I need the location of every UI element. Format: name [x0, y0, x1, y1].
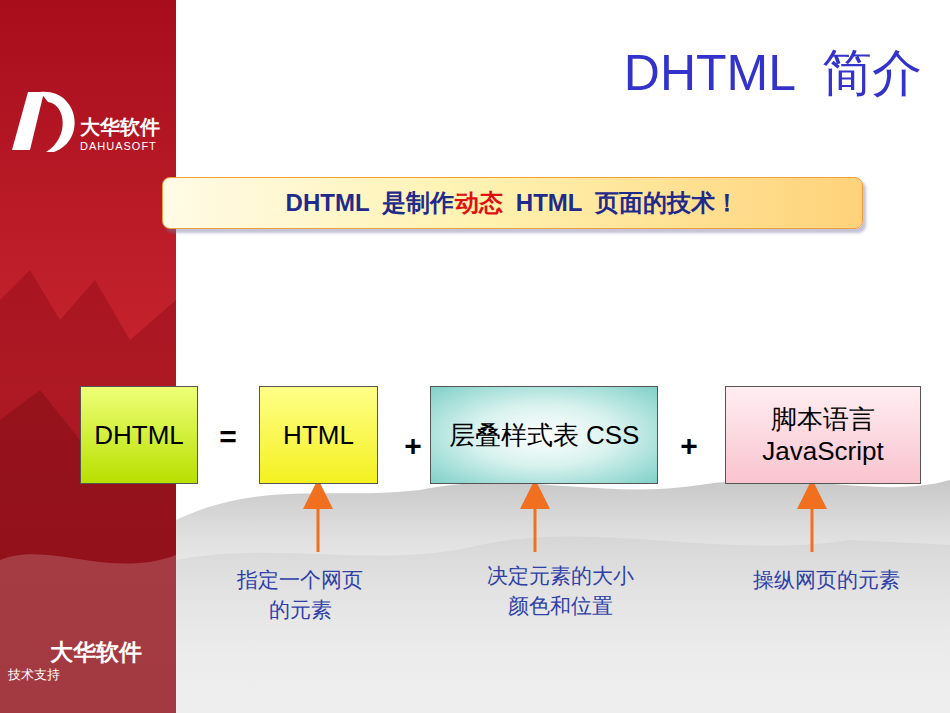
leader-arrow: [811, 494, 814, 552]
operator-sign: +: [680, 429, 698, 463]
operator-sign: +: [404, 429, 422, 463]
slide-title: DHTML 简介: [624, 40, 922, 107]
term-text: 脚本语言 JavaScript: [732, 403, 914, 468]
headline-text: HTML 页面的技术！: [503, 187, 740, 219]
logo-mark: [40, 92, 75, 152]
term-box: 脚本语言 JavaScript: [725, 386, 921, 484]
footer-brand: 大华软件: [50, 637, 142, 668]
logo-text: DAHUASOFT: [80, 140, 157, 152]
leader-arrow: [317, 494, 320, 552]
logo-mark: [12, 92, 44, 150]
term-text: HTML: [283, 419, 354, 452]
term-box: HTML: [259, 386, 378, 484]
term-box: DHTML: [80, 386, 198, 484]
headline-text: 动态: [455, 187, 503, 219]
callout-note: 指定一个网页 的元素: [225, 565, 375, 626]
footer-text: 技术支持: [8, 666, 60, 684]
band-mist: [0, 554, 176, 713]
term-box: 层叠样式表 CSS: [430, 386, 658, 484]
operator-sign: =: [219, 420, 237, 454]
headline-text: DHTML 是制作: [286, 187, 455, 219]
term-text: DHTML: [94, 419, 184, 452]
term-text: 层叠样式表 CSS: [449, 419, 640, 452]
ink-mountain: [176, 480, 950, 713]
ink-mountain: [176, 536, 950, 713]
headline-banner: DHTML 是制作动态 HTML 页面的技术！: [162, 177, 863, 229]
logo-text: 大华软件: [80, 114, 160, 141]
red-band: [0, 0, 176, 713]
callout-note: 决定元素的大小 颜色和位置: [474, 561, 646, 622]
leader-arrow: [534, 494, 537, 552]
callout-note: 操纵网页的元素: [753, 565, 900, 595]
band-mountain: [0, 270, 176, 713]
